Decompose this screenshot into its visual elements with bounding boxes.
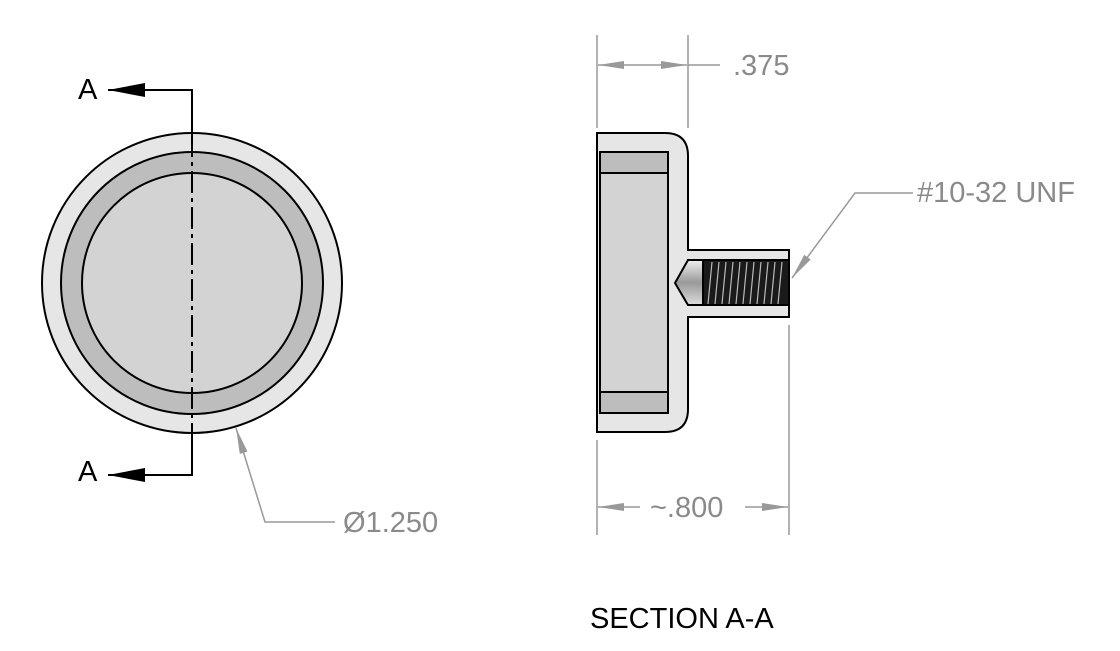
- diameter-value: 1.250: [366, 507, 439, 539]
- magnet: [599, 151, 669, 414]
- length-dimension: [596, 325, 790, 535]
- section-view: .375 #10-32 UNF ~.800 SECTION A-A: [590, 35, 1075, 635]
- length-dimension-label: ~.800: [650, 492, 723, 524]
- diameter-symbol: Ø: [343, 507, 366, 539]
- section-label-top: A: [78, 74, 98, 106]
- section-title: SECTION A-A: [590, 603, 774, 635]
- width-dimension: [596, 35, 720, 128]
- section-arrow-bottom: [108, 432, 193, 476]
- width-dimension-label: .375: [733, 50, 789, 82]
- diameter-dimension: Ø1.250: [343, 507, 438, 539]
- arrow-head-icon: [108, 468, 145, 482]
- section-arrow-top: [108, 89, 193, 135]
- diameter-leader: [235, 427, 335, 523]
- front-view: A A Ø1.250: [41, 74, 438, 539]
- thread-lines: [707, 261, 783, 305]
- section-label-bottom: A: [78, 456, 98, 488]
- pole-plate-bottom: [599, 391, 669, 414]
- thread-callout: #10-32 UNF: [917, 177, 1075, 209]
- arrow-head-icon: [108, 83, 145, 97]
- pole-plate-top: [599, 151, 669, 174]
- thread-leader: [791, 192, 913, 279]
